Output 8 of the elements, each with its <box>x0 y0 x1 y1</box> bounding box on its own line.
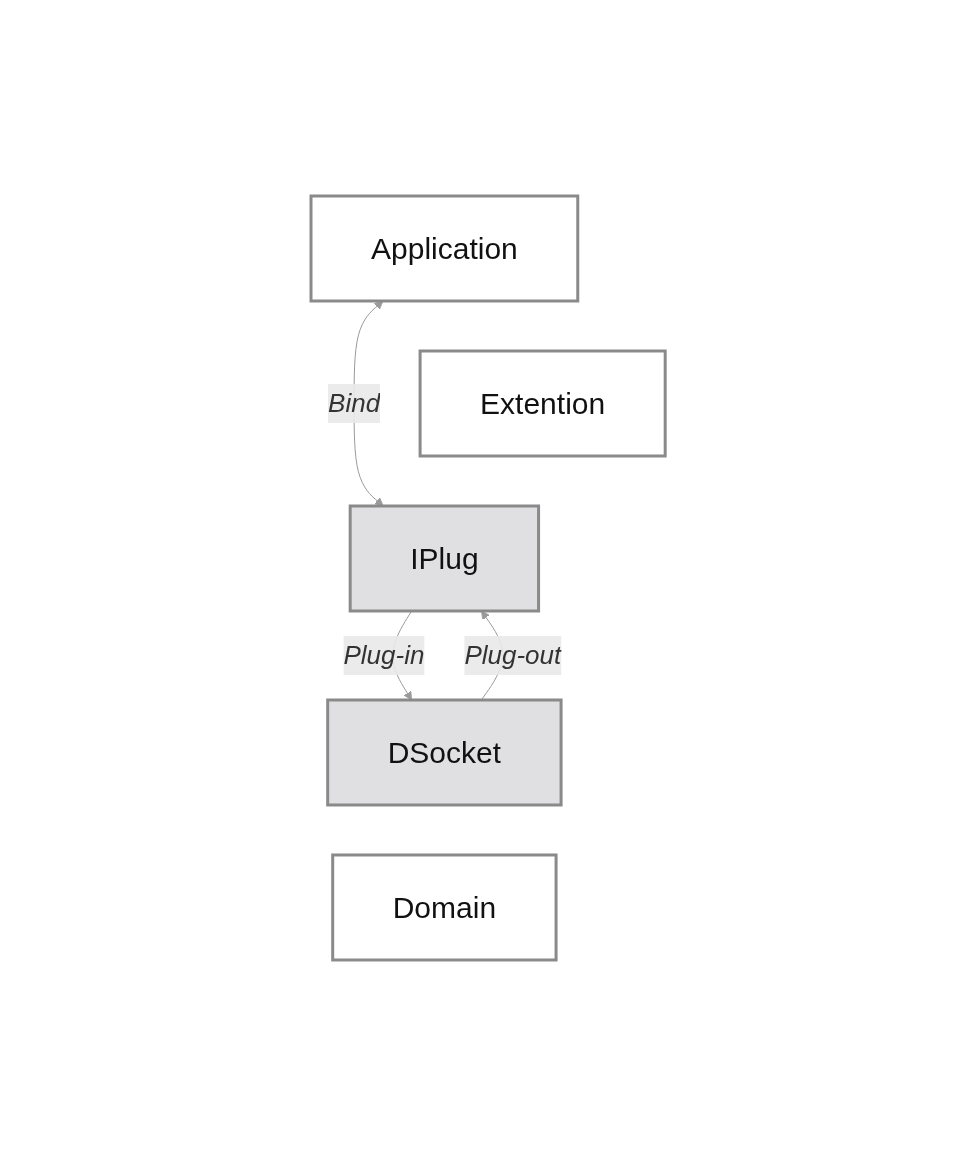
edge-label: Plug-in <box>343 639 425 670</box>
node-box: Extention <box>418 349 667 458</box>
node-box: IPlug <box>348 504 540 613</box>
node-box: DSocket <box>326 698 563 807</box>
edge-label: Plug-out <box>464 639 562 670</box>
node-box: Application <box>309 194 580 303</box>
node-box: Domain <box>331 853 558 962</box>
edge-label: Bind <box>327 388 380 418</box>
